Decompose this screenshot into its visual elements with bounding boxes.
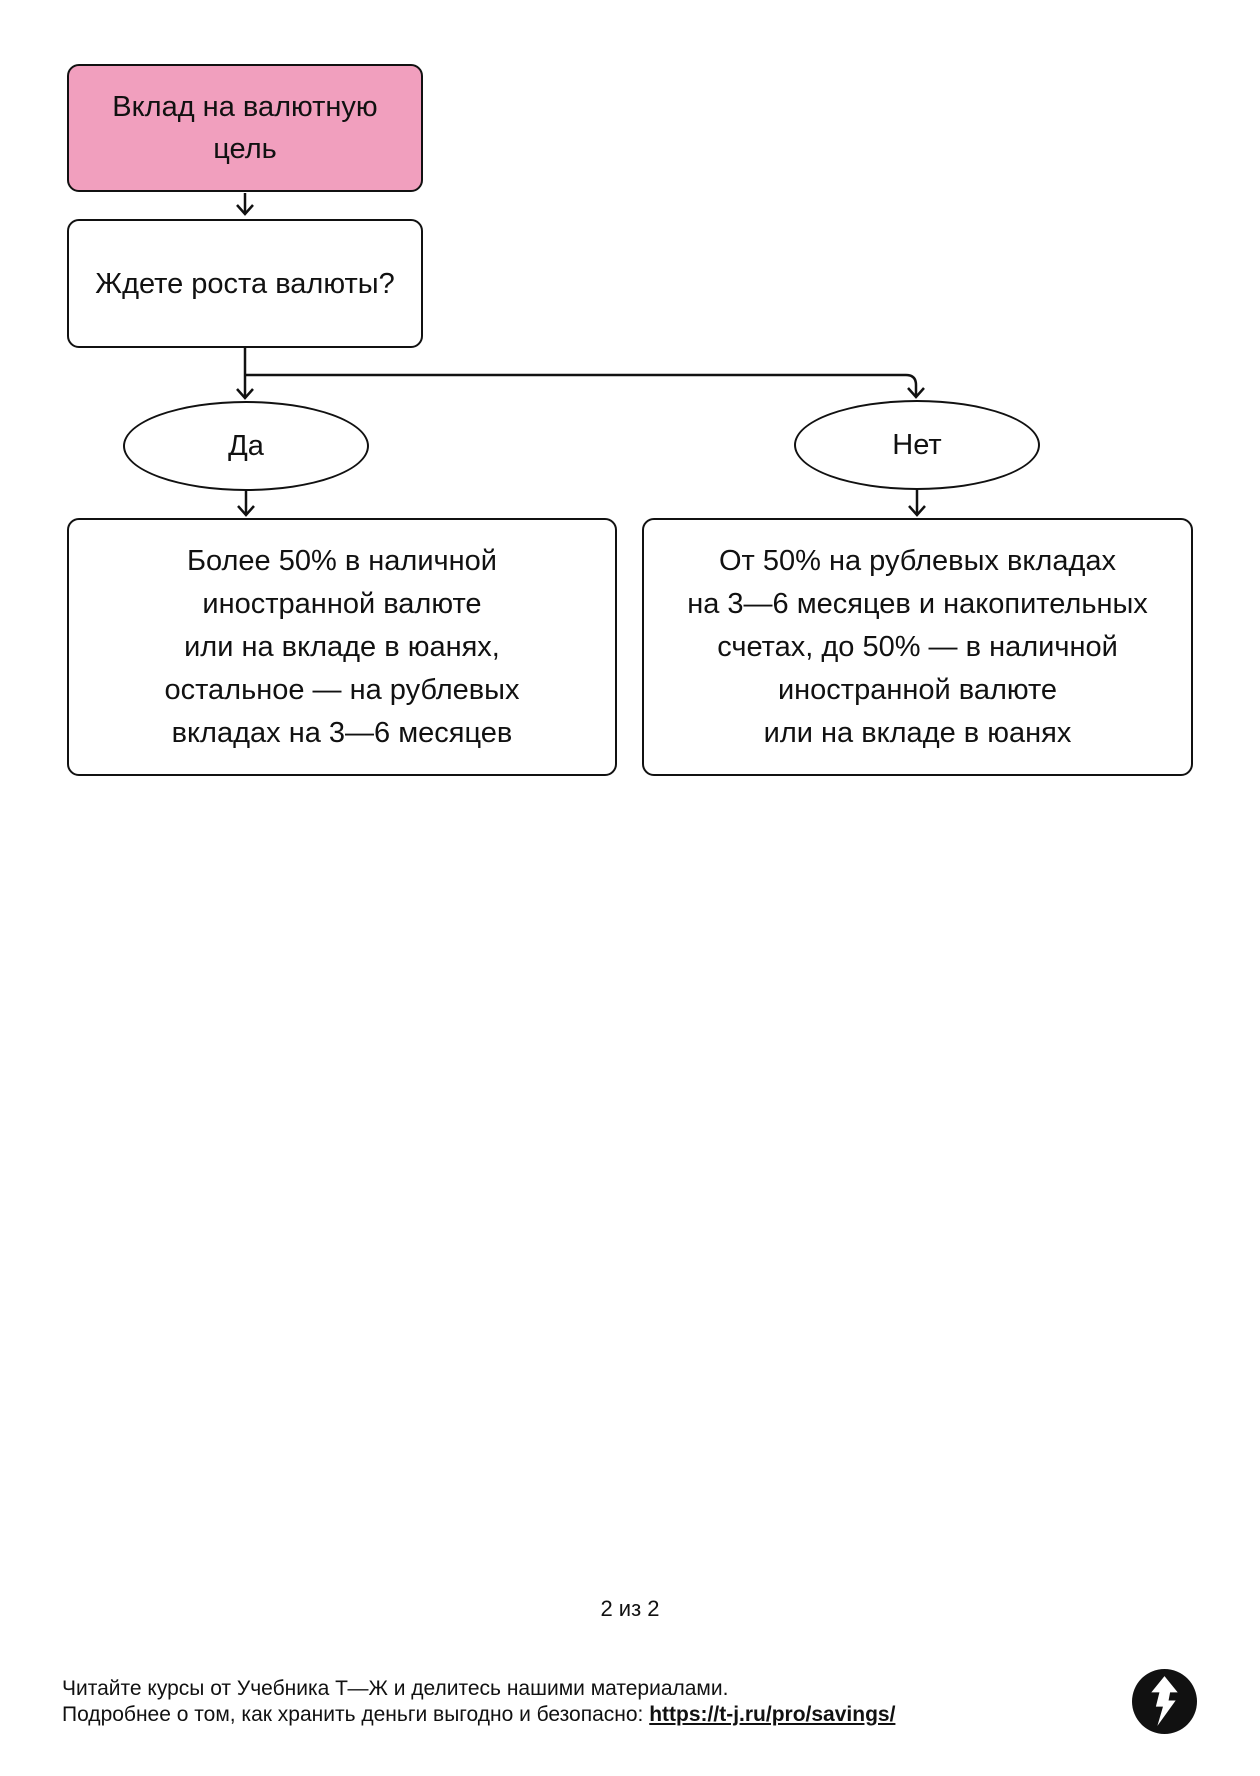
node-result-no-label: От 50% на рублевых вкладах на 3—6 месяце… [687,544,1148,749]
node-branch-no: Нет [794,400,1040,490]
node-start-goal: Вклад на валютную цель [67,64,423,192]
node-branch-yes: Да [123,401,369,491]
page-number: 2 из 2 [600,1596,660,1621]
node-question-label: Ждете роста валюты? [95,267,395,300]
savings-link[interactable]: https://t-j.ru/pro/savings/ [649,1703,896,1726]
node-start-label: Вклад на валютную цель [112,91,378,165]
connector-question-no [245,373,918,396]
arrowhead-no-result [908,505,926,517]
arrowhead-yes-result [237,505,255,517]
node-no-label: Нет [892,429,942,461]
node-result-no: От 50% на рублевых вкладах на 3—6 месяце… [642,518,1193,776]
arrowhead-yes [236,388,254,400]
footer-line-1: Читайте курсы от Учебника Т—Ж и делитесь… [62,1677,729,1700]
arrowhead-no [907,387,925,399]
footer: Читайте курсы от Учебника Т—Ж и делитесь… [62,1676,895,1728]
arrowhead-question [236,204,254,216]
lightning-arrow-logo-icon [1132,1669,1197,1734]
node-result-yes-label: Более 50% в наличной иностранной валюте … [164,544,520,749]
footer-line-2-text: Подробнее о том, как хранить деньги выго… [62,1703,650,1726]
footer-line-2: Подробнее о том, как хранить деньги выго… [62,1702,895,1728]
node-yes-label: Да [228,430,264,462]
node-question-currency-growth: Ждете роста валюты? [67,219,423,348]
node-result-yes: Более 50% в наличной иностранной валюте … [67,518,617,776]
